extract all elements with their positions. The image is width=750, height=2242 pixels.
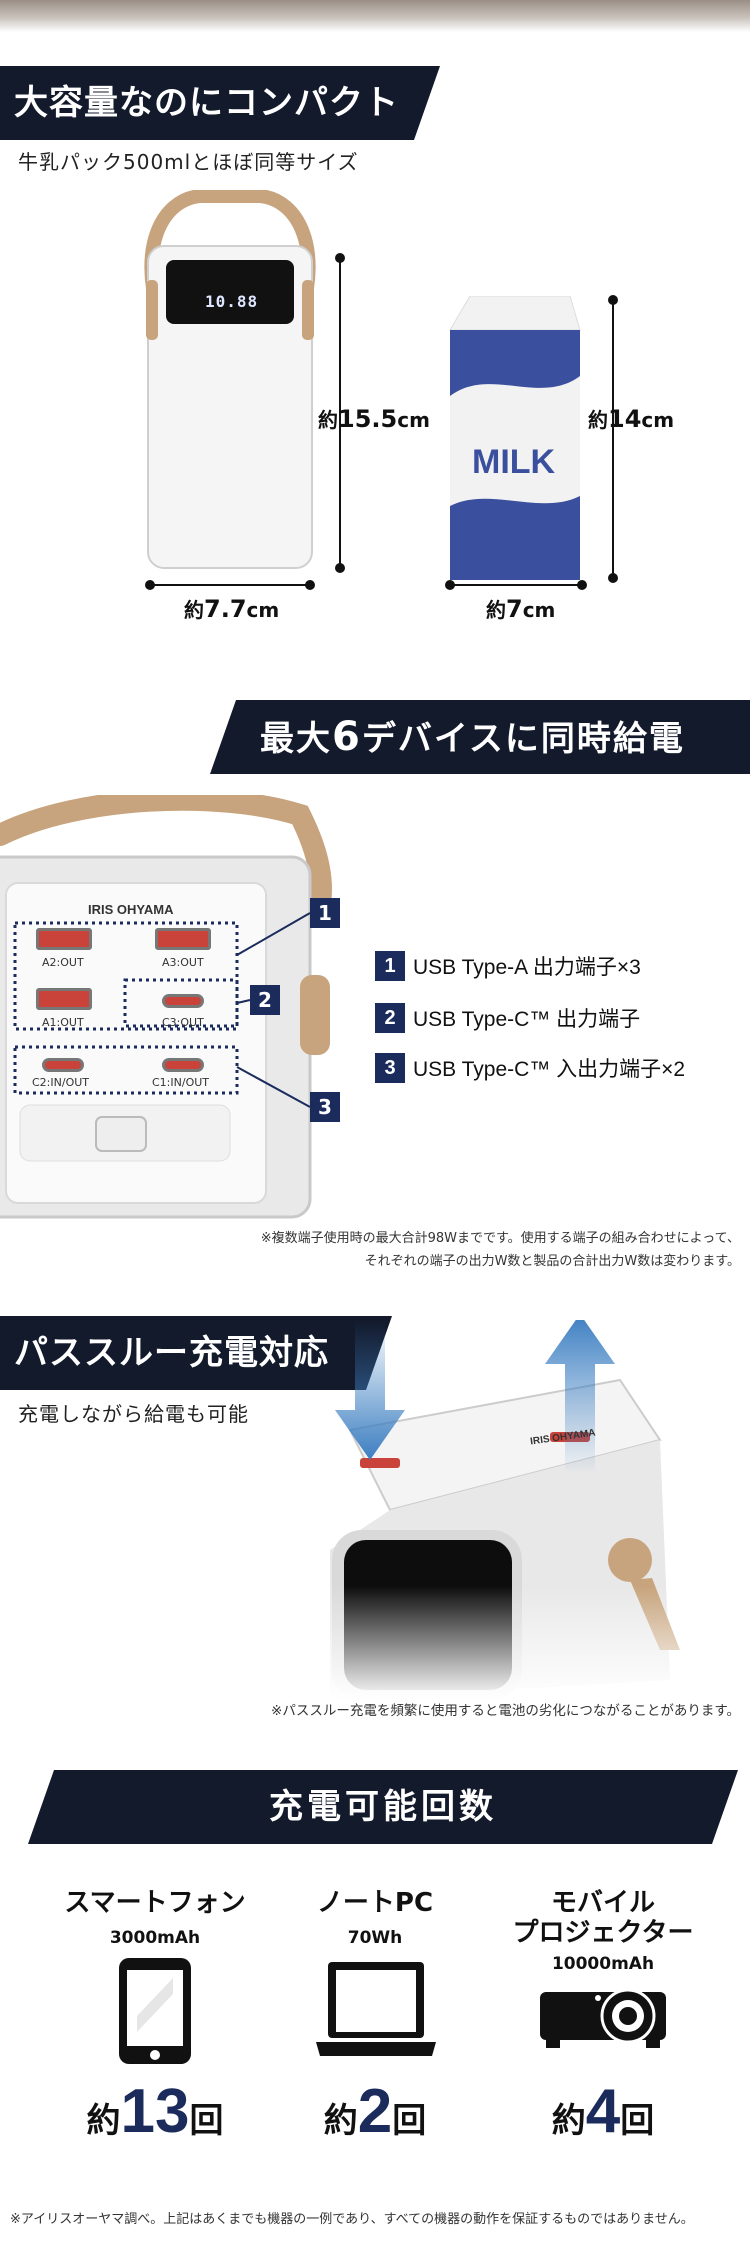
charge-count-laptop: 約2回 <box>323 2077 427 2146</box>
projector-icon <box>540 1988 666 2048</box>
milk-width-label: 約7cm <box>486 595 556 623</box>
device-spec-laptop: 70Wh <box>347 1928 403 1948</box>
top-photo-strip <box>0 0 750 32</box>
device-height-label: 約15.5cm <box>318 405 430 433</box>
port-label-a1: A1:OUT <box>42 1016 84 1029</box>
device-height-dimension <box>335 253 345 573</box>
usb-a-port-a2 <box>36 928 92 950</box>
milk-height-label: 約14cm <box>588 405 675 433</box>
milk-carton-illustration <box>449 296 581 580</box>
usb-a-port-a3 <box>155 928 211 950</box>
port-callout-1: 1 <box>310 898 340 928</box>
device-width-dimension <box>145 580 315 590</box>
port-callout-3: 3 <box>310 1092 340 1122</box>
milk-height-dimension <box>608 295 618 583</box>
port-label-a3: A3:OUT <box>162 956 204 969</box>
brand-logo: IRIS OHYAMA <box>88 902 174 917</box>
ports-note: ※複数端子使用時の最大合計98Wまでです。使用する端子の組み合わせによって、 そ… <box>260 1231 740 1269</box>
port-label-c3: C3:OUT <box>162 1016 204 1029</box>
passthrough-note: ※パススルー充電を頻繁に使用すると電池の劣化につながることがあります。 <box>271 1703 740 1719</box>
device-spec-projector: 10000mAh <box>551 1954 655 1974</box>
port-label-c2: C2:IN/OUT <box>32 1076 89 1089</box>
section-title-charge-count: 充電可能回数 <box>28 1770 738 1844</box>
device-name-laptop: ノートPC <box>316 1888 434 1918</box>
section-title-ports: 最大6デバイスに同時給電 <box>210 700 750 774</box>
device-name-projector: モバイル プロジェクター <box>512 1888 694 1948</box>
section-title-passthrough: パススルー充電対応 <box>0 1316 392 1390</box>
display-readout: 10.88 <box>205 292 259 311</box>
section-subtitle-passthrough: 充電しながら給電も可能 <box>18 1402 249 1426</box>
device-width-label: 約7.7cm <box>184 595 280 623</box>
milk-label: MILK <box>472 443 556 481</box>
smartphone-icon <box>119 1958 191 2064</box>
charge-count-projector: 約4回 <box>551 2077 655 2146</box>
power-bank-illustration <box>144 190 316 569</box>
milk-width-dimension <box>445 580 587 590</box>
usb-c-port-c2 <box>42 1058 84 1072</box>
usb-c-port-c3 <box>162 994 204 1008</box>
device-name-smartphone: スマートフォン <box>64 1888 246 1918</box>
usb-a-port-a1 <box>36 988 92 1010</box>
laptop-icon <box>316 1962 436 2056</box>
port-callout-2: 2 <box>250 985 280 1015</box>
port-label-c1: C1:IN/OUT <box>152 1076 209 1089</box>
section-subtitle-compact: 牛乳パック500mlとほぼ同等サイズ <box>18 150 359 174</box>
charge-count-smartphone: 約13回 <box>86 2077 224 2146</box>
charge-count-footnote: ※アイリスオーヤマ調べ。上記はあくまでも機器の一例であり、すべての機器の動作を保… <box>10 2212 694 2227</box>
passthrough-illustration <box>330 1320 720 1700</box>
device-spec-smartphone: 3000mAh <box>109 1928 201 1948</box>
port-label-a2: A2:OUT <box>42 956 84 969</box>
section-title-compact: 大容量なのにコンパクト <box>0 66 440 140</box>
usb-c-port-c1 <box>162 1058 204 1072</box>
